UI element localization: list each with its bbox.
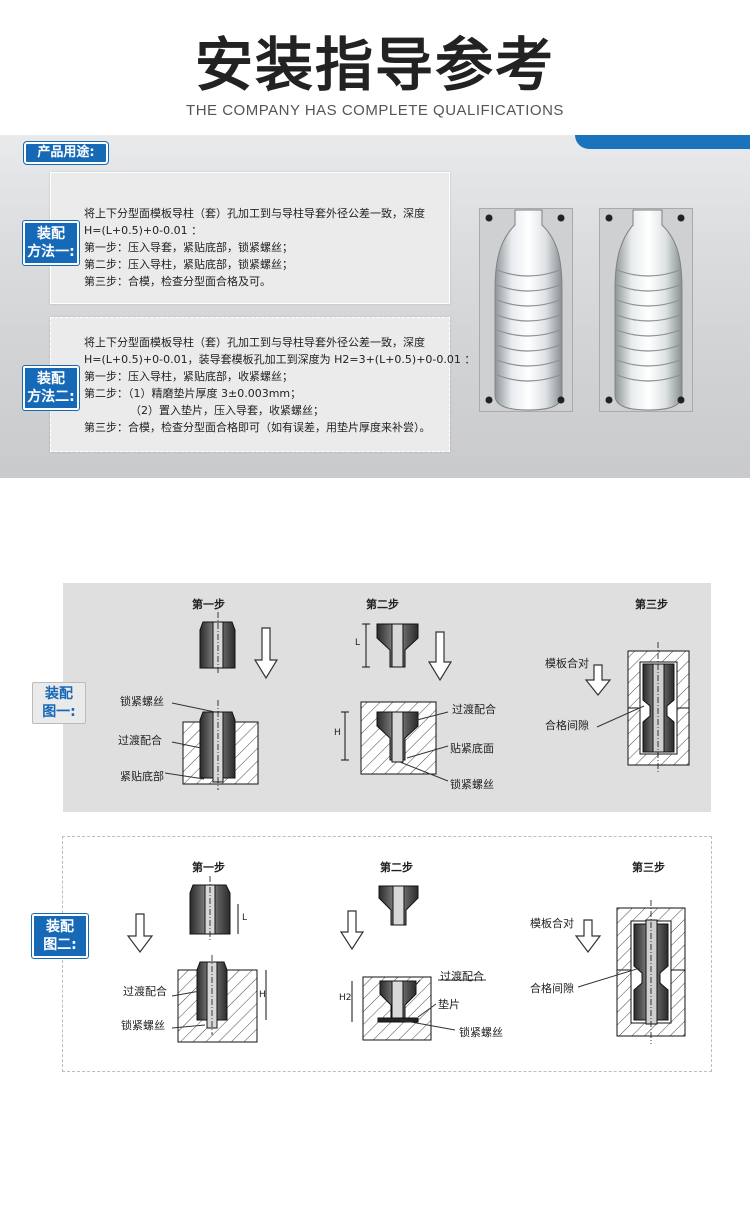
bottle-right — [605, 209, 685, 411]
page-subtitle: THE COMPANY HAS COMPLETE QUALIFICATIONS — [186, 102, 564, 119]
method2-line: 第二步：（1）精磨垫片厚度 3±0.003mm； — [84, 387, 302, 400]
down-arrow-icon — [253, 627, 279, 680]
d2-step2-title: 第二步 — [380, 861, 413, 874]
method2-badge: 装配 方法二: — [23, 366, 79, 410]
d2-label-mold-close: 模板合对 — [530, 917, 574, 930]
down-arrow-icon — [339, 910, 365, 951]
method2-line: （2）置入垫片，压入导套，收紧螺丝； — [130, 404, 324, 417]
d2-dim-L: L — [242, 913, 248, 923]
d2-dim-H: H — [259, 990, 266, 1000]
d1-label-qualified-gap: 合格间隙 — [545, 719, 589, 732]
d1-label-transition-fit: 过渡配合 — [118, 734, 162, 747]
method1-line: H=(L+0.5)+0-0.01 ： — [84, 224, 203, 237]
d1-step1-title: 第一步 — [192, 598, 225, 611]
d1-label-bottom-face: 贴紧底面 — [450, 742, 494, 755]
d1-label-mold-close: 模板合对 — [545, 657, 589, 670]
method1-badge-line1: 装配 — [37, 226, 65, 242]
band-accent-stripe — [575, 135, 750, 149]
d2-label-shim: 垫片 — [438, 998, 460, 1011]
method2-line: H=(L+0.5)+0-0.01，装导套模板孔加工到深度为 H2=3+(L+0.… — [84, 353, 476, 366]
method1-badge: 装配 方法一: — [23, 221, 79, 265]
d2-step1-title: 第一步 — [192, 861, 225, 874]
method2-badge-line1: 装配 — [37, 371, 65, 387]
d2-dim-H2: H2 — [339, 993, 352, 1003]
d1-step1-drawing — [164, 612, 279, 790]
diagram2-badge-line1: 装配 — [46, 919, 74, 935]
method2-line: 第一步：压入导柱，紧贴底部，收紧螺丝； — [84, 370, 293, 383]
down-arrow-icon — [427, 631, 453, 682]
method1-box — [50, 172, 450, 304]
method1-line: 第三步：合模，检查分型面合格及可。 — [84, 275, 271, 288]
diagram1-badge-line1: 装配 — [45, 686, 73, 702]
d2-step2-drawing — [339, 885, 486, 1041]
d1-dim-H: H — [334, 728, 341, 738]
method1-badge-line2: 方法一: — [27, 244, 75, 260]
d1-step2-drawing — [341, 623, 453, 782]
method2-line: 将上下分型面模板导柱（套）孔加工到与导柱导套外径公差一致，深度 — [84, 336, 425, 349]
d2-label-transition-fit-2: 过渡配合 — [440, 970, 484, 983]
method2-badge-line2: 方法二: — [27, 389, 75, 405]
d2-label-qualified-gap: 合格间隙 — [530, 982, 574, 995]
method1-line: 第一步：压入导套，紧贴底部，锁紧螺丝； — [84, 241, 293, 254]
d2-step1-drawing — [126, 876, 267, 1043]
method2-line: 第三步：合模，检查分型面合格即可（如有误差，用垫片厚度来补尝）。 — [84, 421, 431, 434]
d1-label-lock-screw-2: 锁紧螺丝 — [450, 778, 494, 791]
diagram2-badge-line2: 图二: — [43, 937, 77, 953]
d1-label-transition-fit-2: 过渡配合 — [452, 703, 496, 716]
d1-step3-title: 第三步 — [635, 598, 668, 611]
d1-step2-title: 第二步 — [366, 598, 399, 611]
d2-label-transition-fit: 过渡配合 — [123, 985, 167, 998]
d1-step3-drawing — [584, 642, 690, 772]
d2-step3-drawing — [574, 900, 686, 1044]
down-arrow-icon — [574, 919, 602, 953]
d1-label-tight-bottom: 紧贴底部 — [120, 770, 164, 783]
usage-badge: 产品用途: — [24, 142, 108, 164]
method1-line: 第二步：压入导柱，紧贴底部，锁紧螺丝； — [84, 258, 293, 271]
bottle-left — [485, 209, 565, 411]
method1-line: 将上下分型面模板导柱（套）孔加工到与导柱导套外径公差一致，深度 — [84, 207, 425, 220]
method2-box — [50, 317, 450, 452]
diagram2-badge: 装配 图二: — [32, 914, 88, 958]
d1-label-lock-screw: 锁紧螺丝 — [120, 695, 164, 708]
diagram1-badge: 装配 图一: — [32, 682, 86, 724]
d2-step3-title: 第三步 — [632, 861, 665, 874]
down-arrow-icon — [126, 913, 154, 953]
diagram1-badge-line2: 图一: — [42, 704, 76, 720]
d1-dim-L: L — [355, 638, 361, 648]
page-title: 安装指导参考 — [194, 31, 555, 99]
d2-label-lock-screw: 锁紧螺丝 — [121, 1019, 165, 1032]
down-arrow-icon — [584, 664, 612, 696]
d2-label-lock-screw-2: 锁紧螺丝 — [459, 1026, 503, 1039]
